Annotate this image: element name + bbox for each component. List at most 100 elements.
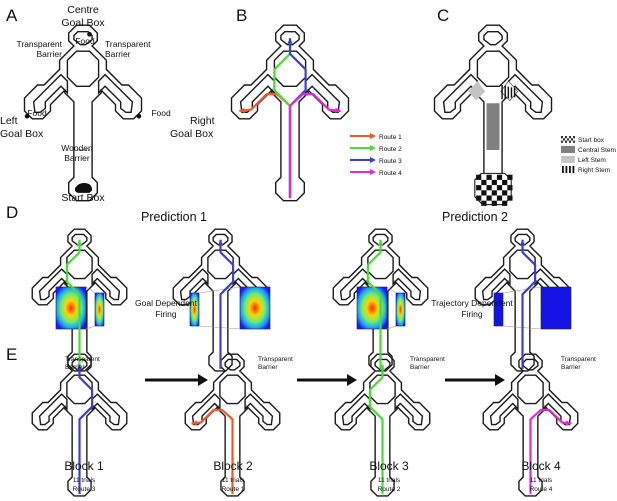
maze-top-goal-box: [224, 358, 241, 371]
transparent-barrier-label: Barrier: [258, 364, 278, 371]
maze-right-inner-wall: [91, 393, 121, 426]
maze-left-inner-wall: [341, 393, 371, 426]
legend-label-route: Route 2: [379, 146, 402, 153]
block-trials: 11 trials: [530, 477, 553, 484]
maze-left-inner-wall: [32, 73, 69, 113]
firing-rate-map: [189, 292, 200, 327]
route-line: [273, 38, 292, 199]
route-arrowhead: [76, 364, 83, 371]
maze-left-inner-wall: [179, 268, 209, 301]
trajectory-dependent-caption: Trajectory Dependent: [431, 298, 513, 308]
legend-swatch-region: [561, 136, 575, 143]
route-b-r1: [239, 92, 292, 199]
block-trials: 11 trials: [378, 477, 401, 484]
maze-left-inner-wall: [442, 73, 479, 113]
route-e1: [76, 364, 94, 494]
legend-label-route: Route 3: [379, 158, 402, 165]
firing-rate-map: [356, 286, 388, 330]
maze-central-island: [367, 249, 394, 280]
maze-d4: [474, 228, 571, 372]
block-route: Route 3: [73, 486, 96, 493]
food-label-centre: Food: [75, 36, 95, 46]
left-goal-label: Goal Box: [0, 128, 44, 140]
panel-label-d: D: [6, 203, 18, 222]
route-line: [65, 239, 81, 369]
prediction-2-title: Prediction 2: [442, 210, 508, 224]
maze-left-inner-wall: [489, 393, 519, 426]
food-label-left: Food: [27, 108, 47, 118]
transparent-barrier-label-left: Transparent: [16, 39, 62, 49]
block-route: Route 4: [530, 486, 553, 493]
zoom-connector: [386, 286, 397, 294]
left-stem: [468, 81, 486, 101]
maze-central-island: [476, 50, 510, 87]
route-arrowhead: [519, 239, 526, 246]
zoom-connector: [198, 286, 241, 294]
maze-central-island: [369, 374, 396, 405]
maze-central-island: [517, 374, 544, 405]
legend-label-region: Right Stem: [578, 167, 610, 174]
route-arrowhead: [565, 420, 572, 426]
block-route: Route 1: [222, 486, 245, 493]
maze-central-island: [66, 50, 100, 87]
maze-outer-wall: [31, 353, 128, 497]
maze-left-inner-wall: [481, 268, 511, 301]
route-e2: [191, 408, 234, 494]
goal-dependent-caption: Goal Dependent: [135, 298, 198, 308]
block-title: Block 3: [369, 459, 409, 473]
transparent-barrier-label: Transparent: [65, 356, 100, 363]
legend-arrowhead: [370, 157, 376, 163]
maze-central-island: [219, 374, 246, 405]
route-d4: [519, 239, 537, 369]
firing-rate-map: [540, 286, 572, 330]
route-line: [239, 92, 292, 199]
maze-right-inner-wall: [507, 73, 544, 113]
prediction-1-title: Prediction 1: [141, 210, 207, 224]
transparent-barrier-label: Barrier: [561, 364, 581, 371]
transparent-barrier-label: Barrier: [410, 364, 430, 371]
maze-top-goal-box: [483, 31, 503, 46]
route-line: [529, 408, 572, 494]
route-line: [368, 364, 384, 494]
route-arrowhead: [76, 239, 83, 246]
firing-rate-map: [239, 286, 271, 330]
trajectory-dependent-caption: Firing: [461, 309, 483, 319]
transparent-barrier-label: Barrier: [65, 364, 85, 371]
legend-label-route: Route 1: [379, 134, 402, 141]
stem-shading: [468, 80, 519, 206]
route-arrowhead: [335, 107, 341, 113]
legend-label-region: Left Stem: [578, 157, 606, 164]
route-line: [288, 38, 307, 199]
zoom-connector: [85, 286, 96, 294]
maze-outer-wall: [474, 228, 571, 372]
block-title: Block 1: [64, 459, 104, 473]
legend-label-region: Central Stem: [578, 147, 616, 154]
wooden-barrier-label: Barrier: [64, 153, 90, 163]
route-d3: [366, 239, 384, 369]
panel-a-icons: [24, 31, 142, 193]
left-goal-label: Left: [0, 115, 18, 127]
firing-rate-map: [55, 286, 87, 330]
route-line: [521, 239, 537, 369]
route-arrowhead: [191, 420, 198, 426]
block-route: Route 2: [378, 486, 401, 493]
maze-outer-wall: [482, 353, 579, 497]
panel-label-a: A: [6, 6, 18, 25]
firing-rate-map: [395, 292, 406, 327]
right-stem: [500, 80, 519, 101]
route-line: [191, 408, 234, 494]
maze-top-goal-box: [280, 31, 300, 46]
maze-outer-wall: [31, 228, 128, 372]
start-box-checker: [474, 172, 513, 206]
maze-e1: [31, 353, 128, 497]
legend-swatch-region: [561, 166, 575, 173]
food-dot-right: [136, 113, 142, 119]
maze-outer-wall: [332, 228, 429, 372]
legend-swatch-region: [561, 156, 575, 163]
wooden-barrier-label: Wooden: [61, 143, 93, 153]
legend-arrowhead: [370, 133, 376, 139]
maze-right-inner-wall: [244, 393, 274, 426]
route-e4: [529, 408, 572, 494]
maze-right-inner-wall: [91, 268, 121, 301]
